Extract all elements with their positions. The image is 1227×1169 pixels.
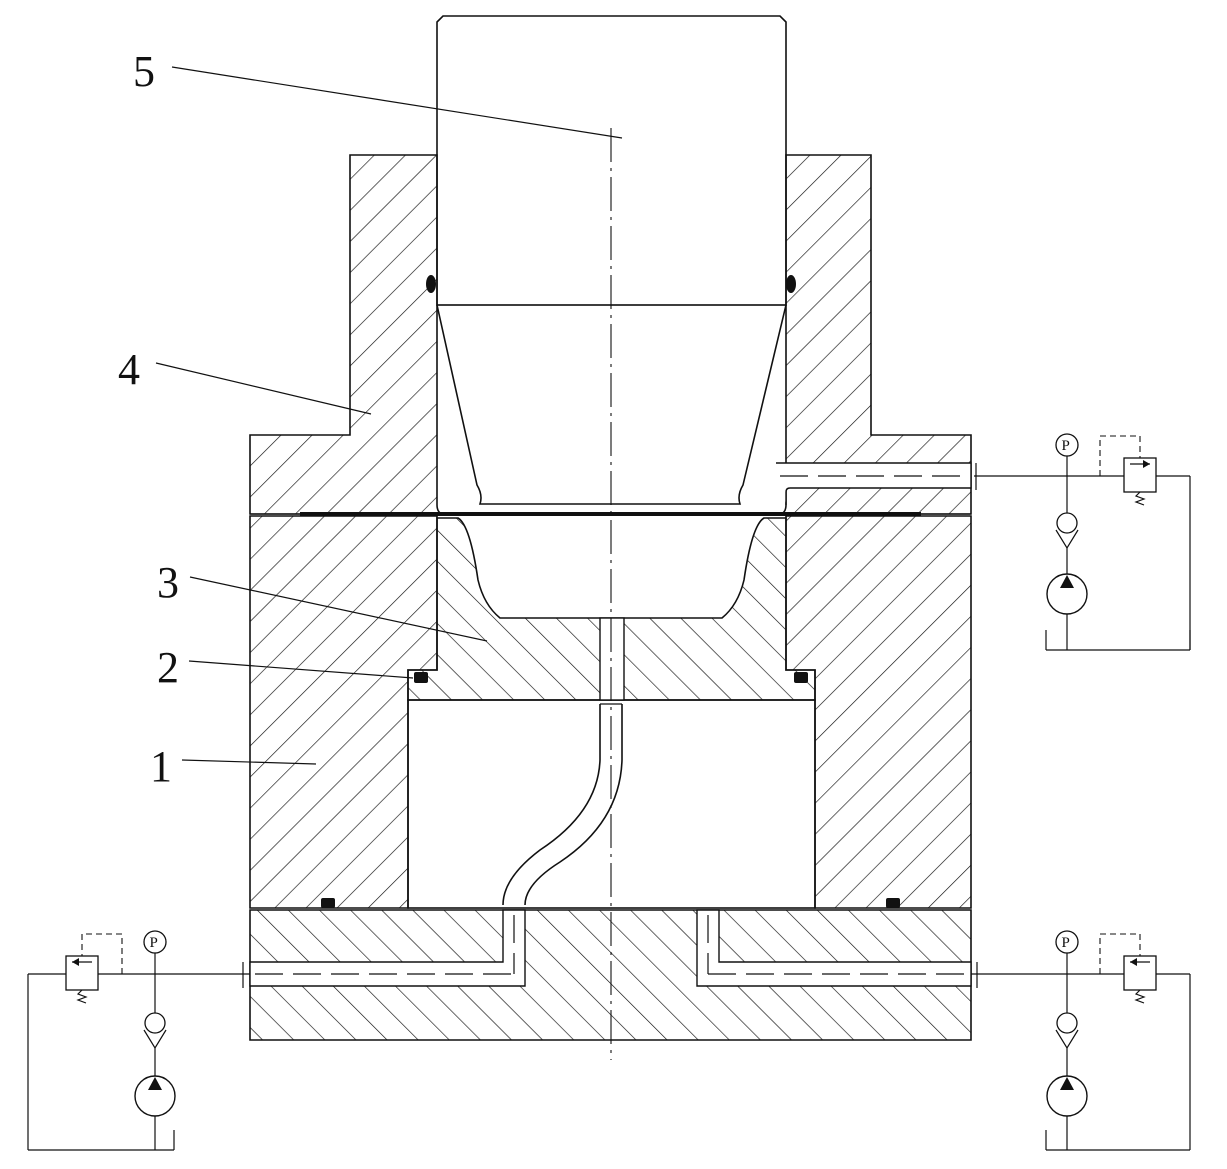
check-valve-icon <box>143 1012 167 1050</box>
hydraulic-unit-lower-left: P <box>27 930 250 1151</box>
svg-text:P: P <box>1062 935 1070 951</box>
pump-icon <box>134 1075 176 1117</box>
pressure-gauge-icon <box>143 930 167 954</box>
seal-punch-left <box>426 275 436 293</box>
check-valve-icon <box>1055 1012 1079 1050</box>
label-part-5: 5 <box>133 47 155 96</box>
label-part-3: 3 <box>157 558 179 607</box>
upper-die-part-4 <box>249 154 972 515</box>
seal-ejector-left <box>414 672 428 683</box>
seal-ejector-right <box>794 672 808 683</box>
punch-seals <box>426 275 796 293</box>
part-labels: 5 4 3 2 1 <box>118 47 623 791</box>
relief-valve-icon <box>65 933 123 1004</box>
seal-punch-right <box>786 275 796 293</box>
upper-die-channel <box>776 462 972 505</box>
hydraulic-unit-upper-right: P <box>974 433 1191 651</box>
relief-valve-icon <box>1099 933 1157 1004</box>
svg-text:P: P <box>1062 438 1070 454</box>
label-part-1: 1 <box>150 742 172 791</box>
hydraulic-unit-lower-right: P <box>971 930 1191 1151</box>
check-valve-icon <box>1055 512 1079 550</box>
pressure-gauge-icon <box>1055 433 1079 457</box>
seals-part-2 <box>321 672 900 908</box>
svg-text:P: P <box>150 935 158 951</box>
seal-base-right <box>886 898 900 908</box>
pump-icon <box>1046 573 1088 615</box>
pump-icon <box>1046 1075 1088 1117</box>
ejector-part-3 <box>407 517 816 701</box>
label-part-2: 2 <box>157 643 179 692</box>
relief-valve-icon <box>1099 435 1157 506</box>
flexible-hose <box>502 704 601 906</box>
seal-base-left <box>321 898 335 908</box>
label-part-4: 4 <box>118 345 140 394</box>
pressure-gauge-icon <box>1055 930 1079 954</box>
